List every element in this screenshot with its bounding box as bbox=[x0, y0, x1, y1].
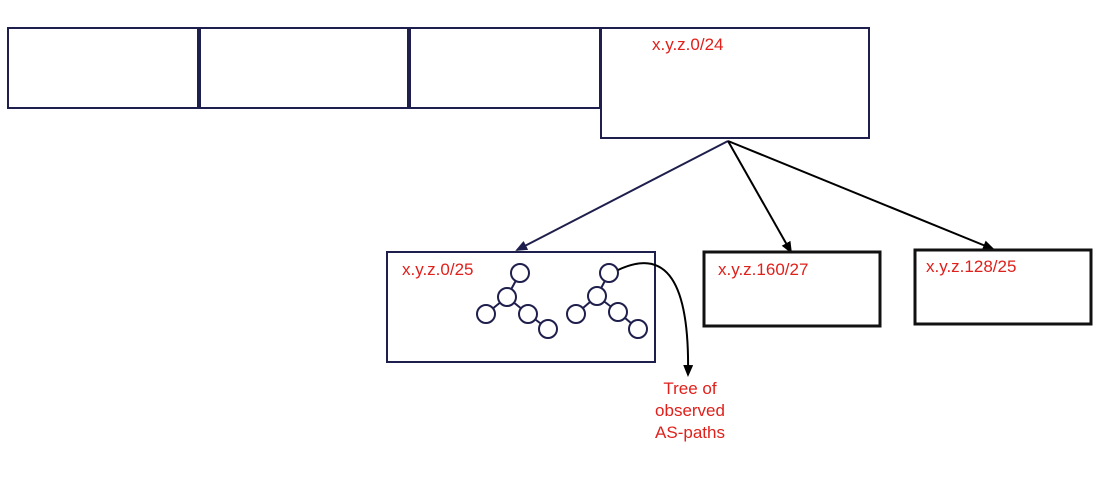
annotation-pointer-arrow bbox=[617, 262, 694, 377]
tree-node bbox=[510, 263, 530, 283]
tree-node bbox=[476, 304, 496, 324]
address-block-2 bbox=[199, 27, 409, 109]
annotation-line-2: observed bbox=[655, 401, 725, 420]
root-prefix-box bbox=[600, 27, 870, 139]
child-prefix-label-0: x.y.z.0/25 bbox=[402, 260, 474, 279]
annotation-line-3: AS-paths bbox=[655, 423, 725, 442]
tree-node bbox=[566, 304, 586, 324]
tree-node bbox=[518, 304, 538, 324]
as-path-tree-left bbox=[476, 263, 558, 339]
tree-node bbox=[538, 319, 558, 339]
address-block-1 bbox=[7, 27, 199, 109]
arrow-to-child-1 bbox=[727, 140, 792, 254]
child-prefix-box-2 bbox=[913, 248, 1093, 326]
tree-node bbox=[497, 287, 517, 307]
root-prefix-label: x.y.z.0/24 bbox=[652, 35, 724, 54]
address-block-3 bbox=[409, 27, 601, 109]
child-prefix-label-2: x.y.z.128/25 bbox=[926, 257, 1016, 276]
arrow-to-child-2 bbox=[727, 140, 995, 250]
child-prefix-box-1 bbox=[702, 250, 882, 328]
arrow-to-child-0 bbox=[515, 140, 729, 251]
tree-node bbox=[587, 286, 607, 306]
tree-node bbox=[599, 263, 619, 283]
as-path-tree-right bbox=[566, 263, 648, 339]
child-prefix-label-1: x.y.z.160/27 bbox=[718, 260, 808, 279]
tree-node bbox=[628, 319, 648, 339]
annotation-line-1: Tree of bbox=[663, 379, 717, 398]
annotation-text: Tree of observed AS-paths bbox=[655, 379, 725, 442]
tree-node bbox=[608, 302, 628, 322]
